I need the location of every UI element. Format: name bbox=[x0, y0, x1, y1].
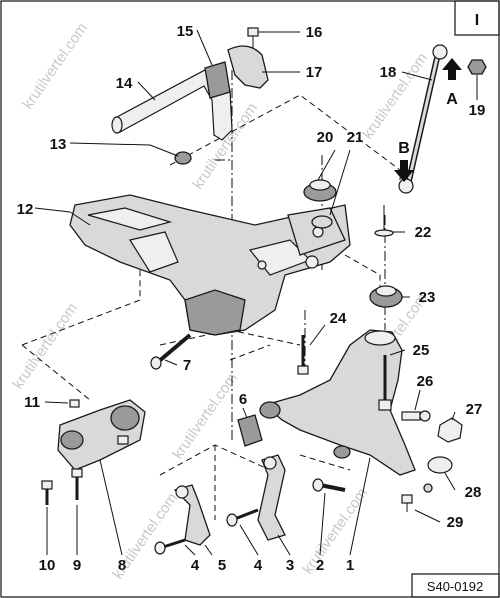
bolt-2 bbox=[312, 478, 346, 492]
callout-15: 15 bbox=[177, 23, 194, 40]
callout-23: 23 bbox=[419, 289, 436, 306]
watermark-text: krutilvertel.com bbox=[169, 370, 241, 462]
figure-code: S40-0192 bbox=[427, 579, 483, 594]
callout-7: 7 bbox=[183, 357, 191, 374]
watermark-text: krutilvertel.com bbox=[299, 485, 371, 577]
callout-8: 8 bbox=[118, 557, 126, 574]
watermark-text: krutilvertel.com bbox=[9, 300, 81, 392]
nut-27 bbox=[437, 417, 463, 443]
callout-1: 1 bbox=[346, 557, 354, 574]
strut-bearing bbox=[303, 179, 337, 229]
wishbone bbox=[259, 329, 416, 476]
arrow-marker-a: A bbox=[442, 58, 462, 108]
callout-24: 24 bbox=[330, 310, 347, 327]
rubber-mount bbox=[369, 285, 403, 308]
nut-13 bbox=[174, 151, 192, 165]
callout-26: 26 bbox=[417, 373, 434, 390]
callout-28: 28 bbox=[465, 484, 482, 501]
section-mark-box: I bbox=[454, 0, 500, 36]
nut-19 bbox=[467, 59, 487, 75]
callout-10: 10 bbox=[39, 557, 56, 574]
callout-22: 22 bbox=[415, 224, 432, 241]
link-bracket-3 bbox=[257, 454, 286, 541]
callout-2: 2 bbox=[316, 557, 324, 574]
callout-4: 4 bbox=[254, 557, 263, 574]
callout-27: 27 bbox=[466, 401, 483, 418]
callout-13: 13 bbox=[50, 136, 67, 153]
stabilizer-bracket bbox=[227, 45, 269, 89]
callout-14: 14 bbox=[116, 75, 133, 92]
wishbone-bush bbox=[237, 414, 263, 447]
bolt-26 bbox=[401, 410, 431, 422]
callout-3: 3 bbox=[286, 557, 294, 574]
callout-11: 11 bbox=[24, 394, 40, 411]
bolt-22 bbox=[374, 205, 394, 237]
link-bracket-5 bbox=[173, 484, 211, 546]
callout-21: 21 bbox=[347, 129, 364, 146]
ball-joint bbox=[423, 456, 453, 493]
bolt-29 bbox=[401, 494, 413, 512]
callout-17: 17 bbox=[306, 64, 323, 81]
subframe bbox=[69, 194, 351, 336]
callout-16: 16 bbox=[306, 24, 323, 41]
section-mark: I bbox=[475, 12, 479, 29]
callout-6: 6 bbox=[239, 391, 247, 408]
callout-5: 5 bbox=[218, 557, 226, 574]
callout-leaders bbox=[34, 29, 478, 556]
bolt-25 bbox=[378, 355, 392, 411]
rear-mount bbox=[57, 399, 146, 471]
bolt-10 bbox=[41, 480, 53, 505]
callout-12: 12 bbox=[17, 201, 34, 218]
callout-9: 9 bbox=[73, 557, 81, 574]
callout-18: 18 bbox=[380, 64, 397, 81]
callout-labels: 1 2 3 4 4 5 6 7 8 9 10 11 12 13 14 15 16… bbox=[17, 23, 486, 574]
stabilizer-bush bbox=[204, 61, 231, 99]
direction-marker-a: A bbox=[446, 91, 458, 108]
callout-4: 4 bbox=[191, 557, 200, 574]
bolt-4a bbox=[226, 508, 259, 527]
callout-29: 29 bbox=[447, 514, 464, 531]
coupling-rod bbox=[398, 44, 448, 194]
watermark-text: krutilvertel.com bbox=[19, 20, 91, 112]
bolt-16 bbox=[247, 27, 259, 48]
callout-19: 19 bbox=[469, 102, 486, 119]
bolt-9 bbox=[71, 468, 83, 500]
direction-marker-b: B bbox=[398, 140, 410, 157]
bolt-11 bbox=[69, 399, 129, 445]
callout-20: 20 bbox=[317, 129, 334, 146]
figure-code-box: S40-0192 bbox=[411, 573, 500, 598]
stabilizer-bar bbox=[111, 69, 233, 141]
callout-25: 25 bbox=[413, 342, 430, 359]
arrow-marker-b: B bbox=[394, 140, 414, 182]
bolt-4b bbox=[154, 538, 186, 555]
bolt-7 bbox=[150, 333, 192, 370]
bolt-24 bbox=[297, 335, 309, 375]
